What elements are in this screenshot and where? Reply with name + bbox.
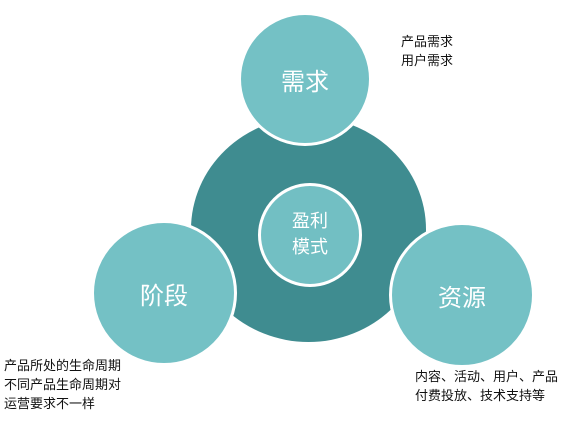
stage-note: 产品所处的生命周期 不同产品生命周期对 运营要求不一样 (4, 357, 121, 414)
stage-note-line-2: 不同产品生命周期对 (4, 378, 122, 393)
resource-node-label: 资源 (438, 283, 486, 312)
demand-note: 产品需求 用户需求 (401, 33, 453, 71)
resource-note-line-2: 付费投放、技术支持等 (415, 389, 546, 404)
stage-note-line-1: 产品所处的生命周期 (4, 359, 122, 374)
center-label-line-1: 盈利 (292, 211, 328, 232)
resource-note: 内容、活动、用户、产品 付费投放、技术支持等 (415, 368, 558, 406)
demand-note-line-2: 用户需求 (401, 54, 454, 69)
stage-node-label: 阶段 (140, 281, 188, 310)
center-label-line-2: 模式 (292, 237, 328, 258)
demand-note-line-1: 产品需求 (401, 35, 454, 50)
stage-note-line-3: 运营要求不一样 (4, 397, 96, 412)
stage-node: 阶段 (91, 220, 237, 366)
resource-note-line-1: 内容、活动、用户、产品 (415, 370, 559, 385)
center-node: 盈利 模式 (258, 183, 362, 287)
demand-node: 需求 (238, 12, 372, 146)
resource-node: 资源 (389, 222, 535, 368)
demand-node-label: 需求 (281, 67, 329, 96)
